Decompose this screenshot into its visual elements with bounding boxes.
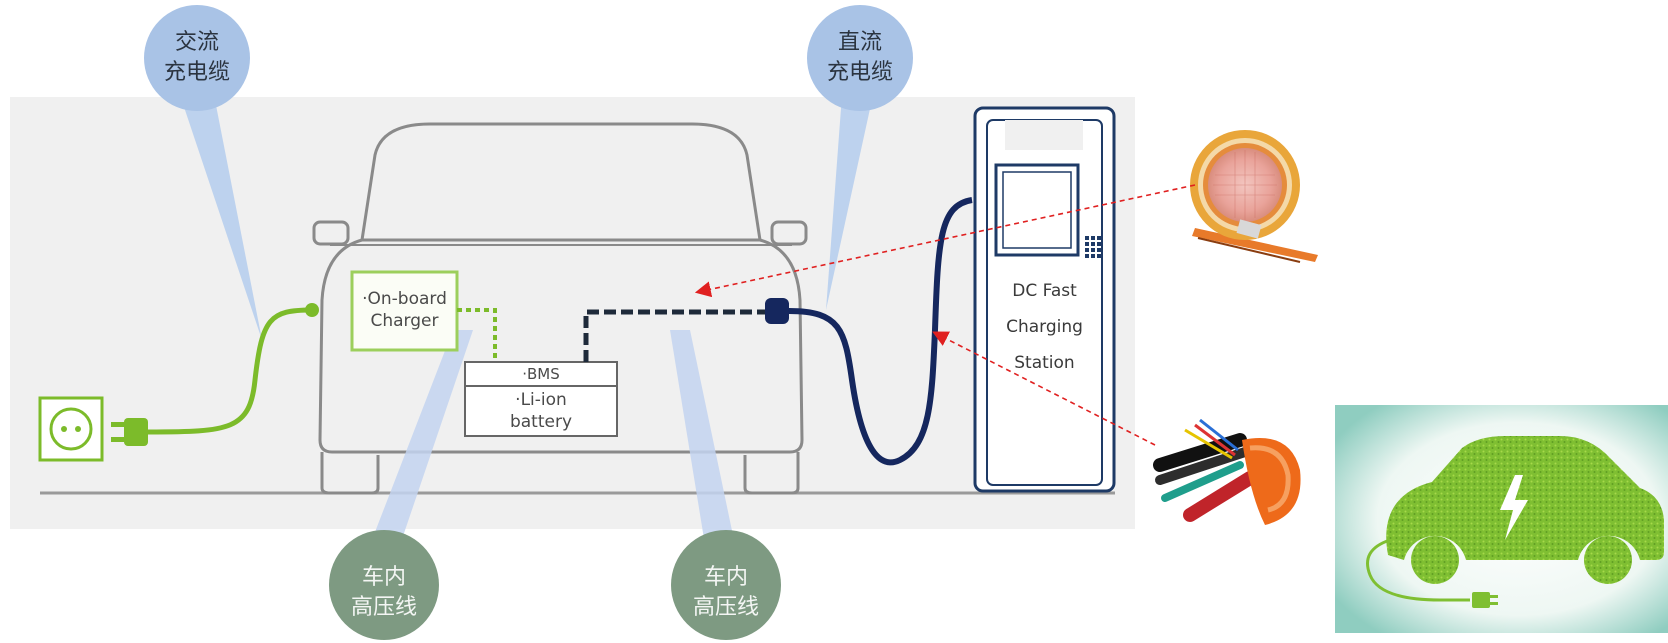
onboard-charger-label: ·On-board Charger — [352, 288, 457, 332]
hv-left-bubble — [329, 530, 439, 640]
ac-callout-bubble — [144, 5, 250, 111]
battery-line1: ·Li-ion — [515, 390, 567, 410]
ac-cable — [147, 307, 313, 435]
charging-station — [973, 106, 1116, 493]
hv-left-pointer — [370, 330, 473, 545]
onboard-charger-line2: Charger — [370, 311, 439, 331]
annotation-arrow-cable-to-hv — [694, 184, 1196, 298]
battery-label: ·Li-ion battery — [465, 389, 617, 433]
car-outline — [312, 122, 808, 495]
lightning-icon — [1500, 475, 1528, 540]
hv-right-line2: 高压线 — [692, 595, 759, 620]
green-ev-logo — [1335, 405, 1668, 633]
hv-left-line1: 车内 — [361, 565, 406, 590]
ac-callout-line1: 交流 — [174, 30, 219, 55]
onboard-charger-box — [350, 270, 459, 352]
battery-box — [464, 385, 618, 437]
dc-callout-pointer — [826, 95, 873, 310]
hv-left-line2: 高压线 — [350, 595, 417, 620]
bms-label: ·BMS — [522, 365, 560, 383]
charging-station-label: DC Fast Charging Station — [987, 273, 1102, 381]
ac-callout-line2: 充电缆 — [163, 60, 230, 85]
station-line3: Station — [1014, 353, 1075, 373]
keypad-icon — [1085, 236, 1101, 258]
multicore-cable-photo — [1153, 418, 1301, 525]
dc-callout-line1: 直流 — [837, 30, 882, 55]
station-line1: DC Fast — [1012, 281, 1077, 301]
battery-line2: battery — [509, 412, 573, 432]
ac-callout-pointer — [180, 95, 262, 340]
wall-socket-icon — [38, 396, 104, 462]
hv-right-line1: 车内 — [703, 565, 748, 590]
charger-to-bms-line — [457, 308, 497, 362]
hv-right-pointer — [670, 330, 735, 545]
hv-left-callout-label: 车内 高压线 — [334, 563, 434, 623]
cable-cross-section-photo — [1190, 130, 1318, 263]
dc-inlet-connector — [765, 298, 789, 324]
plug-icon — [111, 418, 148, 446]
dc-callout-line2: 充电缆 — [826, 60, 893, 85]
ac-cable-callout-label: 交流 充电缆 — [147, 28, 247, 88]
station-line2: Charging — [1006, 317, 1083, 337]
hv-dc-line — [583, 309, 772, 362]
onboard-charger-line1: ·On-board — [362, 289, 447, 309]
hv-right-bubble — [671, 530, 781, 640]
hv-right-callout-label: 车内 高压线 — [676, 563, 776, 623]
dc-cable-callout-label: 直流 充电缆 — [810, 28, 910, 88]
diagram-background — [10, 97, 1135, 529]
dc-cable — [788, 197, 973, 466]
dc-callout-bubble — [807, 5, 913, 111]
